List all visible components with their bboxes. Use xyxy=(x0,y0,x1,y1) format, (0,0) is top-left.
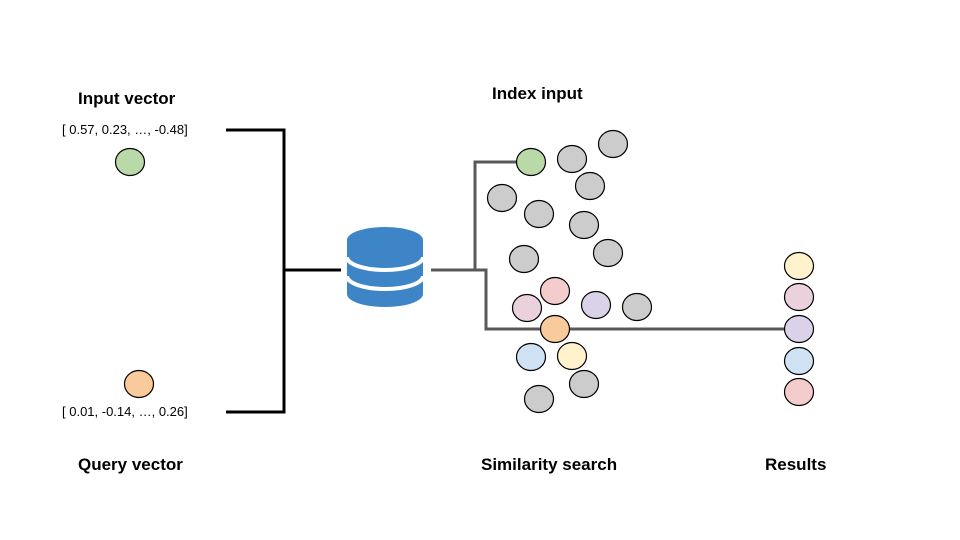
input-connector xyxy=(226,128,341,414)
index-connector xyxy=(431,160,785,331)
query-vector-node xyxy=(123,369,155,399)
index-point xyxy=(515,342,547,372)
index-point xyxy=(539,314,571,344)
result-item xyxy=(783,251,815,281)
input-vector-label: Input vector xyxy=(78,89,176,108)
index-point xyxy=(568,369,600,399)
result-item xyxy=(783,314,815,344)
similarity-search-label: Similarity search xyxy=(481,455,618,474)
index-point xyxy=(621,292,653,322)
index-point xyxy=(486,183,518,213)
index-point xyxy=(597,129,629,159)
result-item xyxy=(783,282,815,312)
index-point xyxy=(523,384,555,414)
result-item xyxy=(783,346,815,376)
index-point xyxy=(508,244,540,274)
result-item xyxy=(783,377,815,407)
index-point xyxy=(511,293,543,323)
merge-bracket xyxy=(226,128,286,414)
query-vector-values: [ 0.01, -0.14, …, 0.26] xyxy=(62,404,188,419)
index-point xyxy=(580,290,612,320)
index-point xyxy=(592,238,624,268)
index-point xyxy=(568,210,600,240)
input-vector-node xyxy=(114,147,146,177)
index-point xyxy=(523,199,555,229)
index-point xyxy=(574,171,606,201)
database-icon xyxy=(345,227,425,307)
index-input-label: Index input xyxy=(492,84,583,103)
index-point xyxy=(515,147,547,177)
index-point xyxy=(556,144,588,174)
input-vector-values: [ 0.57, 0.23, …, -0.48] xyxy=(62,122,188,137)
results-label: Results xyxy=(765,455,827,474)
search-line xyxy=(431,268,785,331)
query-vector-label: Query vector xyxy=(78,455,183,474)
index-point xyxy=(556,341,588,371)
index-point xyxy=(539,276,571,306)
index-line xyxy=(473,160,516,270)
